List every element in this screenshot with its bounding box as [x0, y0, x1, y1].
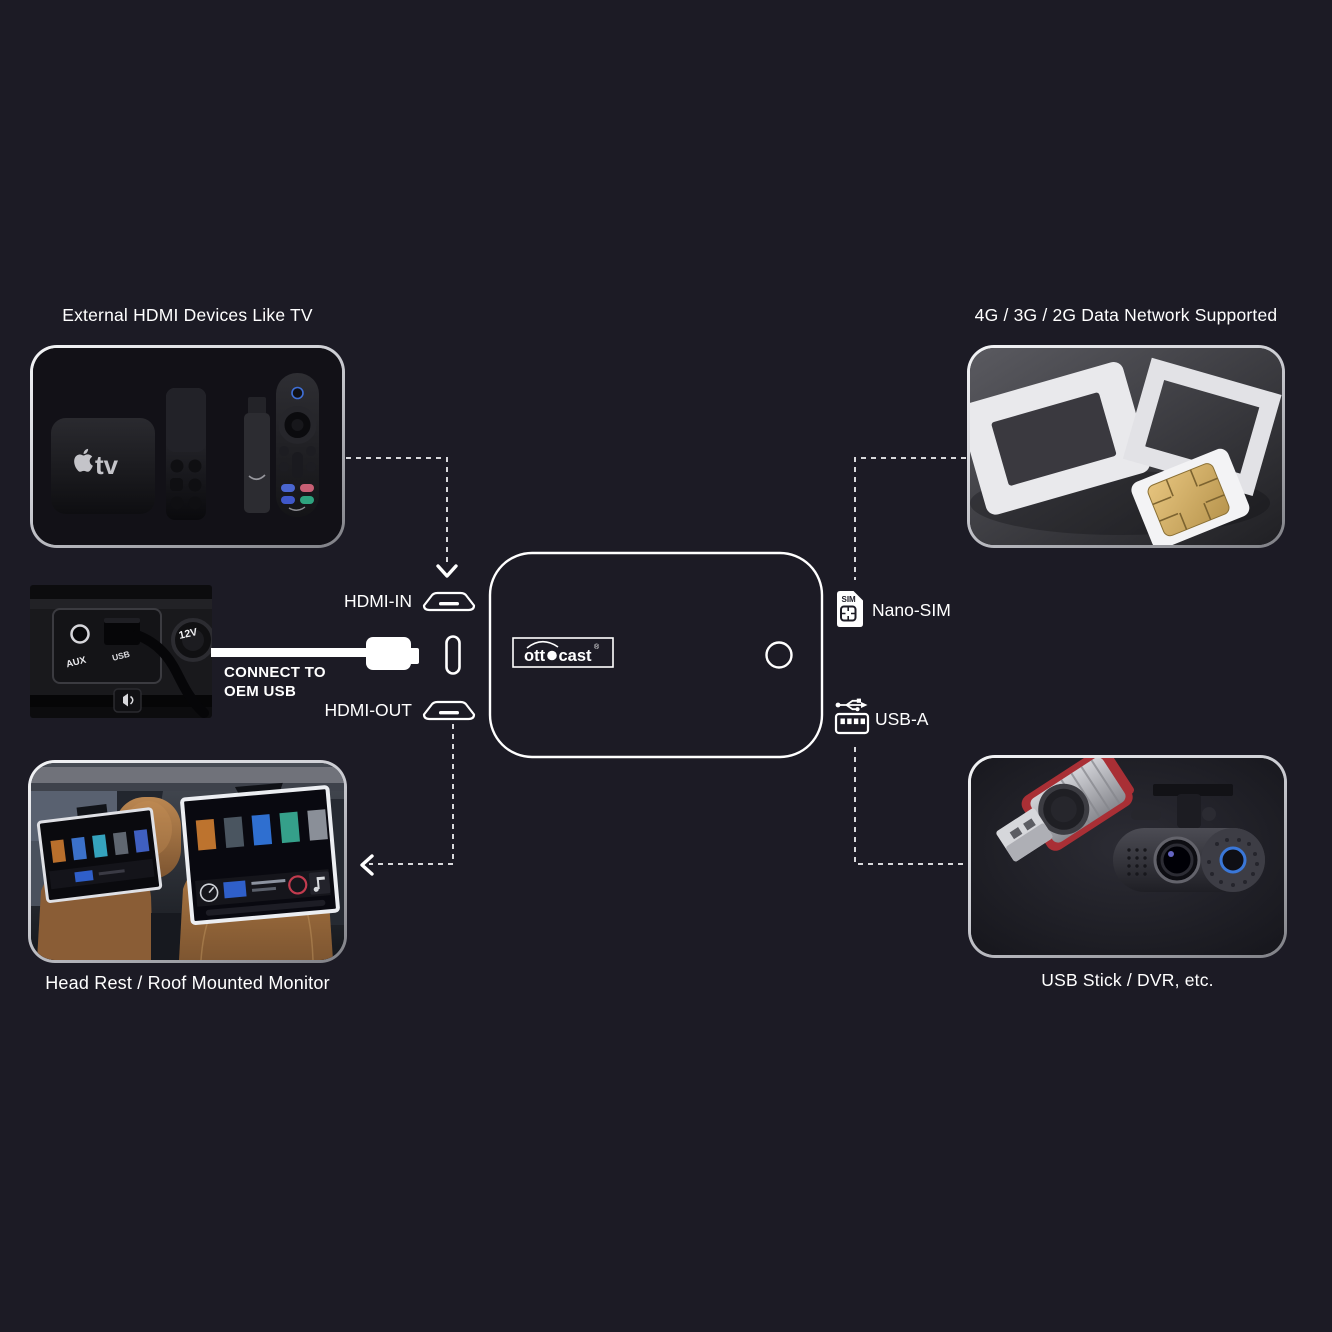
registered-mark: ® — [594, 643, 600, 651]
usb-stick-illustration — [996, 758, 1134, 862]
fire-tv-remote-illustration — [276, 373, 319, 517]
panel-hdmi-devices: tv — [30, 345, 345, 548]
right-monitor-illustration — [180, 782, 340, 925]
siri-remote-illustration — [166, 388, 206, 520]
device-button — [765, 641, 793, 669]
apple-tv-box-illustration: tv — [51, 418, 155, 514]
dash-cam-illustration — [1113, 784, 1265, 892]
hdmi-in-label: HDMI-IN — [343, 591, 412, 611]
usb-port-label: USB — [111, 649, 131, 663]
ottocast-logo: ott cast ® — [512, 637, 614, 668]
apple-logo-icon — [74, 448, 93, 472]
logo-arc — [526, 640, 559, 649]
panel-title-data-network: 4G / 3G / 2G Data Network Supported — [974, 305, 1278, 325]
link-data-network-to-nano-sim — [854, 457, 966, 580]
usb-dvr-photo — [971, 758, 1284, 955]
power-socket-label: 12V — [178, 626, 199, 642]
ottocast-device: ott cast ® — [488, 551, 824, 759]
panel-title-monitor: Head Rest / Roof Mounted Monitor — [45, 973, 330, 993]
connect-to-oem-usb-label: CONNECT TO OEM USB — [224, 664, 326, 700]
panel-usb-dvr — [968, 755, 1287, 958]
usb-a-port-icon — [834, 698, 870, 735]
brand-suffix: cast — [559, 647, 593, 665]
hdmi-devices-photo: tv — [33, 348, 342, 545]
dashcam-ring — [1219, 846, 1247, 874]
hdmi-in-port-icon — [422, 591, 476, 612]
usb-c-plug — [366, 637, 411, 670]
link-hdmi-out-to-monitor — [369, 724, 454, 865]
sim-frame-illustration — [1122, 357, 1282, 496]
hdmi-out-port-icon — [422, 700, 476, 721]
usb-c-port-icon — [445, 635, 461, 675]
nano-sim-slot-icon: SIM — [837, 591, 863, 627]
usb-cable-illustration — [132, 630, 209, 718]
usb-c-plug-tip — [409, 648, 419, 664]
headrest-monitors-photo — [31, 763, 344, 960]
nano-sim-card-illustration — [1131, 448, 1250, 545]
arrow-down-icon — [436, 564, 458, 578]
speaker-icon — [123, 693, 128, 707]
panel-title-usb-dvr: USB Stick / DVR, etc. — [1041, 970, 1214, 990]
apple-tv-logo-text: tv — [95, 450, 119, 480]
hdmi-out-label: HDMI-OUT — [324, 700, 412, 720]
panel-title-hdmi-devices: External HDMI Devices Like TV — [62, 305, 313, 325]
sim-adapter-card-illustration — [970, 362, 1150, 515]
connect-cable — [211, 648, 368, 657]
link-hdmi-devices-to-hdmi-in — [346, 457, 448, 566]
aux-label: AUX — [65, 655, 88, 671]
nano-sim-label: Nano-SIM — [872, 600, 951, 620]
sim-badge-text: SIM — [842, 595, 857, 604]
panel-monitor — [28, 760, 347, 963]
fire-tv-stick-illustration — [244, 397, 270, 513]
arrow-left-icon — [360, 854, 374, 876]
left-monitor-illustration — [36, 803, 163, 903]
brand-dot — [547, 650, 557, 661]
usb-plug-illustration — [104, 618, 140, 645]
panel-data-network — [967, 345, 1285, 548]
oem-usb-photo: AUX USB 12V — [30, 585, 212, 718]
usb-a-label: USB-A — [875, 709, 929, 729]
sim-cards-photo — [970, 348, 1282, 545]
brand-prefix: ott — [524, 647, 546, 665]
link-usb-a-to-usb-dvr — [854, 747, 966, 865]
